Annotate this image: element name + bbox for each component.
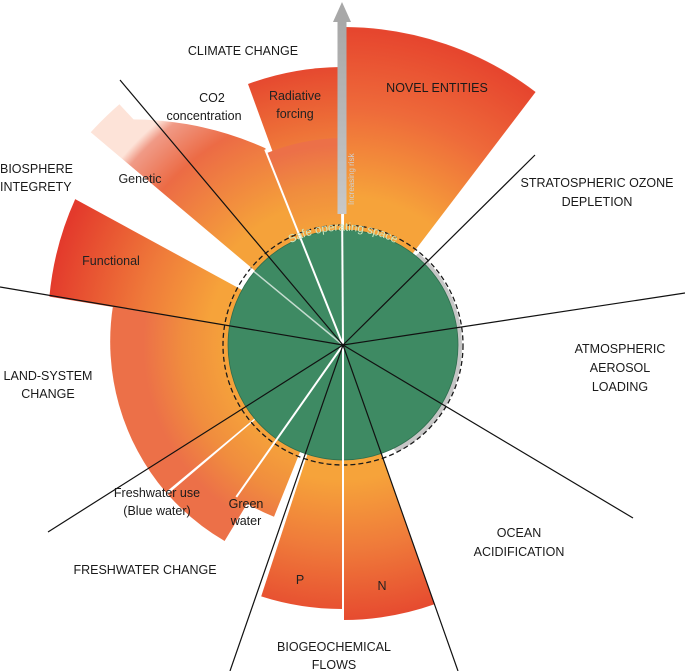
- label-phosphorus: P: [296, 573, 304, 587]
- label-freshwater-use-2: (Blue water): [123, 504, 190, 518]
- label-land-system-2: CHANGE: [21, 387, 74, 401]
- label-radiative-1: Radiative: [269, 89, 321, 103]
- arrow-label: Increasing risk: [347, 152, 356, 205]
- label-ozone-depletion-2: DEPLETION: [562, 195, 633, 209]
- label-biosphere-1: BIOSPHERE: [0, 162, 73, 176]
- label-climate-change: CLIMATE CHANGE: [188, 44, 298, 58]
- label-biosphere-2: INTEGRETY: [0, 180, 72, 194]
- subwedge-separator: [235, 344, 344, 498]
- label-functional: Functional: [82, 254, 140, 268]
- subwedge-separator: [85, 132, 344, 346]
- label-aerosol-2: AEROSOL: [590, 361, 650, 375]
- label-radiative-2: forcing: [276, 107, 314, 121]
- label-nitrogen: N: [377, 579, 386, 593]
- label-biogeochemical-1: BIOGEOCHEMICAL: [277, 640, 391, 654]
- label-green-water-1: Green: [229, 497, 264, 511]
- label-novel-entities: NOVEL ENTITIES: [386, 81, 488, 95]
- label-aerosol-1: ATMOSPHERIC: [575, 342, 666, 356]
- label-biogeochemical-2: FLOWS: [312, 658, 356, 671]
- label-green-water-2: water: [230, 514, 262, 528]
- label-ocean-1: OCEAN: [497, 526, 541, 540]
- label-land-system-1: LAND-SYSTEM: [4, 369, 93, 383]
- label-aerosol-3: LOADING: [592, 380, 648, 394]
- label-genetic: Genetic: [118, 172, 161, 186]
- increasing-risk-arrow: Increasing risk: [333, 2, 356, 214]
- label-ocean-2: ACIDIFICATION: [474, 545, 565, 559]
- label-freshwater-use-1: Freshwater use: [114, 486, 200, 500]
- sector-dividers: [0, 79, 685, 671]
- label-co2-2: concentration: [166, 109, 241, 123]
- label-ozone-depletion-1: STRATOSPHERIC OZONE: [520, 176, 673, 190]
- label-freshwater-change: FRESHWATER CHANGE: [73, 563, 216, 577]
- label-co2-1: CO2: [199, 91, 225, 105]
- subwedge-separator: [264, 149, 344, 346]
